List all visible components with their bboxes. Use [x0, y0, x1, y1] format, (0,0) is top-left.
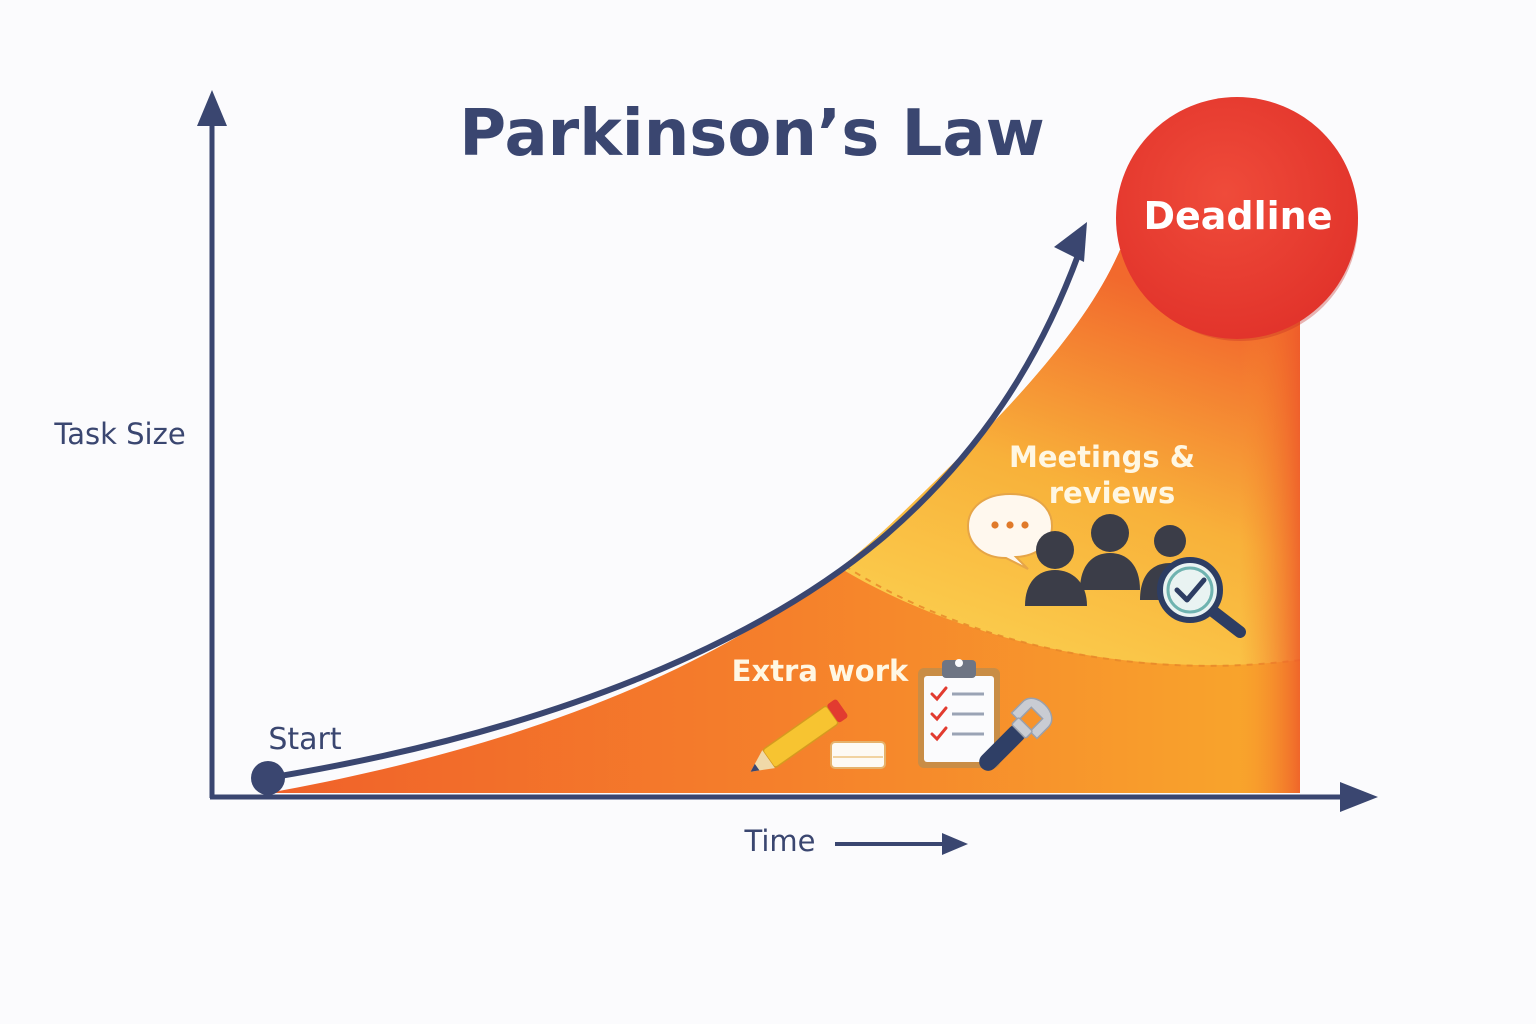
extra-work-label: Extra work [732, 654, 909, 688]
pencil-icon [750, 699, 848, 772]
time-arrow [835, 833, 968, 855]
page-title: Parkinson’s Law [459, 97, 1044, 171]
axes [197, 90, 1378, 812]
magnifier-check-icon [1157, 557, 1246, 638]
x-axis-label: Time [744, 824, 816, 858]
work-area [268, 250, 1300, 793]
meetings-label-line1: Meetings & [1009, 440, 1195, 474]
start-marker [251, 761, 285, 795]
eraser-icon [830, 741, 886, 769]
wrench-icon [979, 697, 1053, 771]
x-axis-arrow [1340, 782, 1378, 812]
y-axis-label: Task Size [53, 417, 185, 451]
start-label: Start [268, 722, 342, 757]
speech-bubble-icon [966, 492, 1054, 570]
meetings-label-line2: reviews [1049, 476, 1176, 510]
curve-arrow-head [1054, 222, 1087, 262]
deadline-marker: Deadline [1116, 97, 1358, 341]
growth-curve [265, 222, 1087, 781]
deadline-label: Deadline [1143, 194, 1332, 238]
clipboard-checklist-icon [918, 659, 1000, 768]
y-axis-arrow [197, 90, 227, 126]
